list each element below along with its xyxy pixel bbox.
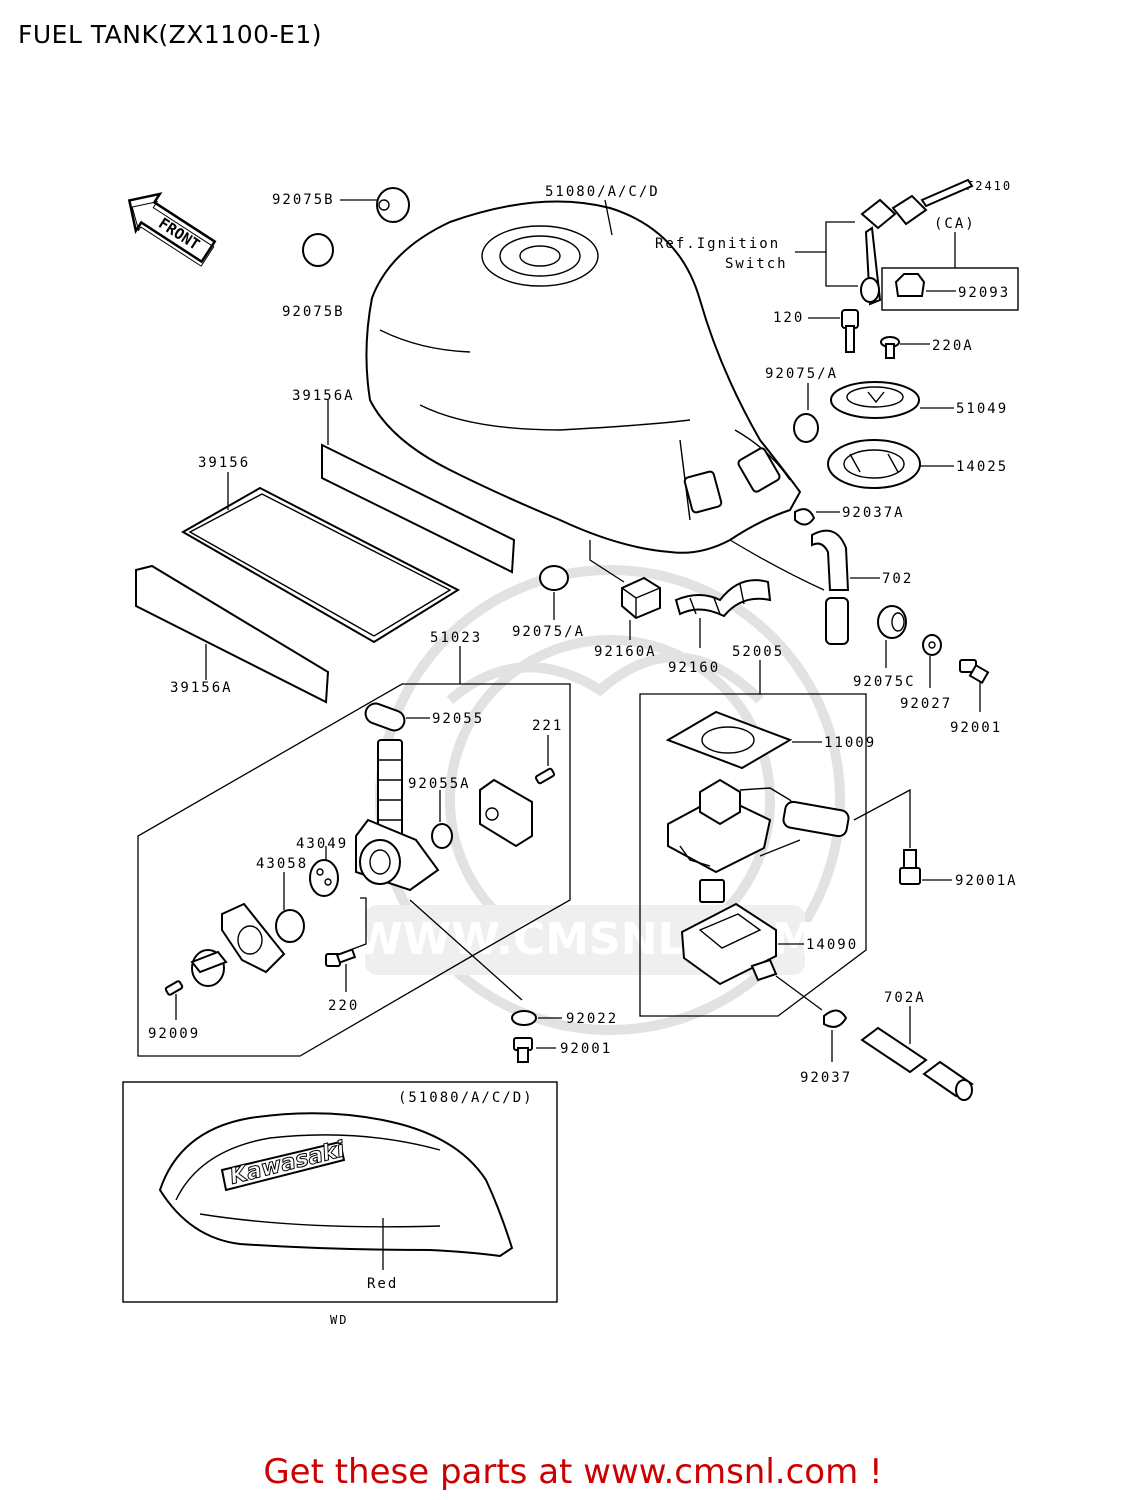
part-label: 92075B [272,192,335,208]
part-label: 39156A [292,388,355,404]
part-label: 92027 [900,696,952,712]
bolt-92001-bottom [513,1037,533,1063]
part-label: 92075B [282,304,345,320]
oring-43058 [275,909,305,943]
oring-92055A [431,823,453,849]
washer-92027 [922,634,942,656]
rubber-damper-92075B-bottom [302,233,334,267]
ca-box [881,267,1019,311]
part-label: 39156A [170,680,233,696]
screw-220 [325,948,357,967]
part-label: 39156 [198,455,250,471]
tap-knob [190,949,228,987]
part-label: 92037A [842,505,905,521]
variant-box [122,1081,558,1303]
tap-lever-plate [221,902,286,974]
cap-nut-92093 [894,273,926,297]
ignition-key-icon [860,178,974,306]
tank-variant-red: Kawasaki [158,1112,514,1258]
ref-ignition-label-2: Switch [725,256,788,272]
gasket-43049 [309,859,339,897]
tap-cover [479,778,533,848]
pad-39156A-bottom [135,564,330,704]
part-label: 43058 [256,856,308,872]
bolt-120 [841,309,859,353]
part-label: 92055 [432,711,484,727]
filler-cap-51049 [830,381,920,419]
part-label: 92075/A [512,624,585,640]
filter-14090 [680,902,778,986]
pad-39156A-top [321,443,516,574]
part-label: 92075C [853,674,916,690]
part-label: 702 [882,571,913,587]
screw-220A [880,336,900,359]
part-label: 702A [884,990,926,1006]
gasket-11009 [665,710,793,770]
front-arrow: FRONT [127,192,217,267]
bolt-92001A [899,849,921,885]
filler-ring-14025 [827,439,921,489]
part-label: 51023 [430,630,482,646]
part-label: 92001 [560,1041,612,1057]
part-label: 11009 [824,735,876,751]
assembly-outline-52005 [639,693,867,1017]
part-label: 92093 [958,285,1010,301]
ref-ignition-label-1: Ref.Ignition [655,236,780,252]
screw-221 [534,767,556,785]
damper-92075A-mid [539,565,569,591]
oring-92055 [364,702,406,732]
rubber-damper-92075B-top [376,187,410,223]
washer-92022 [511,1010,537,1026]
screw-92009 [164,980,184,996]
part-label: 92022 [566,1011,618,1027]
part-label: 220A [932,338,974,354]
damper-92075A-right [793,413,819,443]
part-label: 52005 [732,644,784,660]
pad-39156 [180,486,461,644]
hose-702A [860,1026,974,1101]
part-label: 51049 [956,401,1008,417]
bolt-92001-right [959,659,990,685]
part-label: 92075/A [765,366,838,382]
fuel-pump [667,778,850,903]
page-title: FUEL TANK(ZX1100-E1) [18,20,322,49]
clip-92037A [794,508,816,526]
part-label: 221 [532,718,563,734]
part-label: 14090 [806,937,858,953]
part-label: 92001A [955,873,1018,889]
part-label: 92055A [408,776,471,792]
figure-code: F2410 [966,179,1012,193]
grommet-92075C [877,605,907,639]
footer-cta-link[interactable]: Get these parts at www.cmsnl.com ! [263,1452,883,1492]
fuel-tank [365,200,802,554]
part-label: 92009 [148,1026,200,1042]
variant-box-label: (51080/A/C/D) [398,1090,534,1106]
part-label: 92160 [668,660,720,676]
color-label: Red [367,1276,398,1292]
part-label: 120 [773,310,804,326]
part-label: 92001 [950,720,1002,736]
part-label: 43049 [296,836,348,852]
block-92160A [621,576,661,620]
part-label: 14025 [956,459,1008,475]
clamp-92160 [674,579,772,618]
part-label: 92160A [594,644,657,660]
part-label: 92037 [800,1070,852,1086]
ca-label: (CA) [934,216,976,232]
part-label: 51080/A/C/D [545,184,660,200]
part-label: 220 [328,998,359,1014]
fuel-tap [355,739,440,892]
region-label: WD [330,1313,348,1327]
hose-702 [811,529,850,645]
clip-92037 [823,1009,848,1028]
assembly-outline-51023 [137,683,571,1057]
